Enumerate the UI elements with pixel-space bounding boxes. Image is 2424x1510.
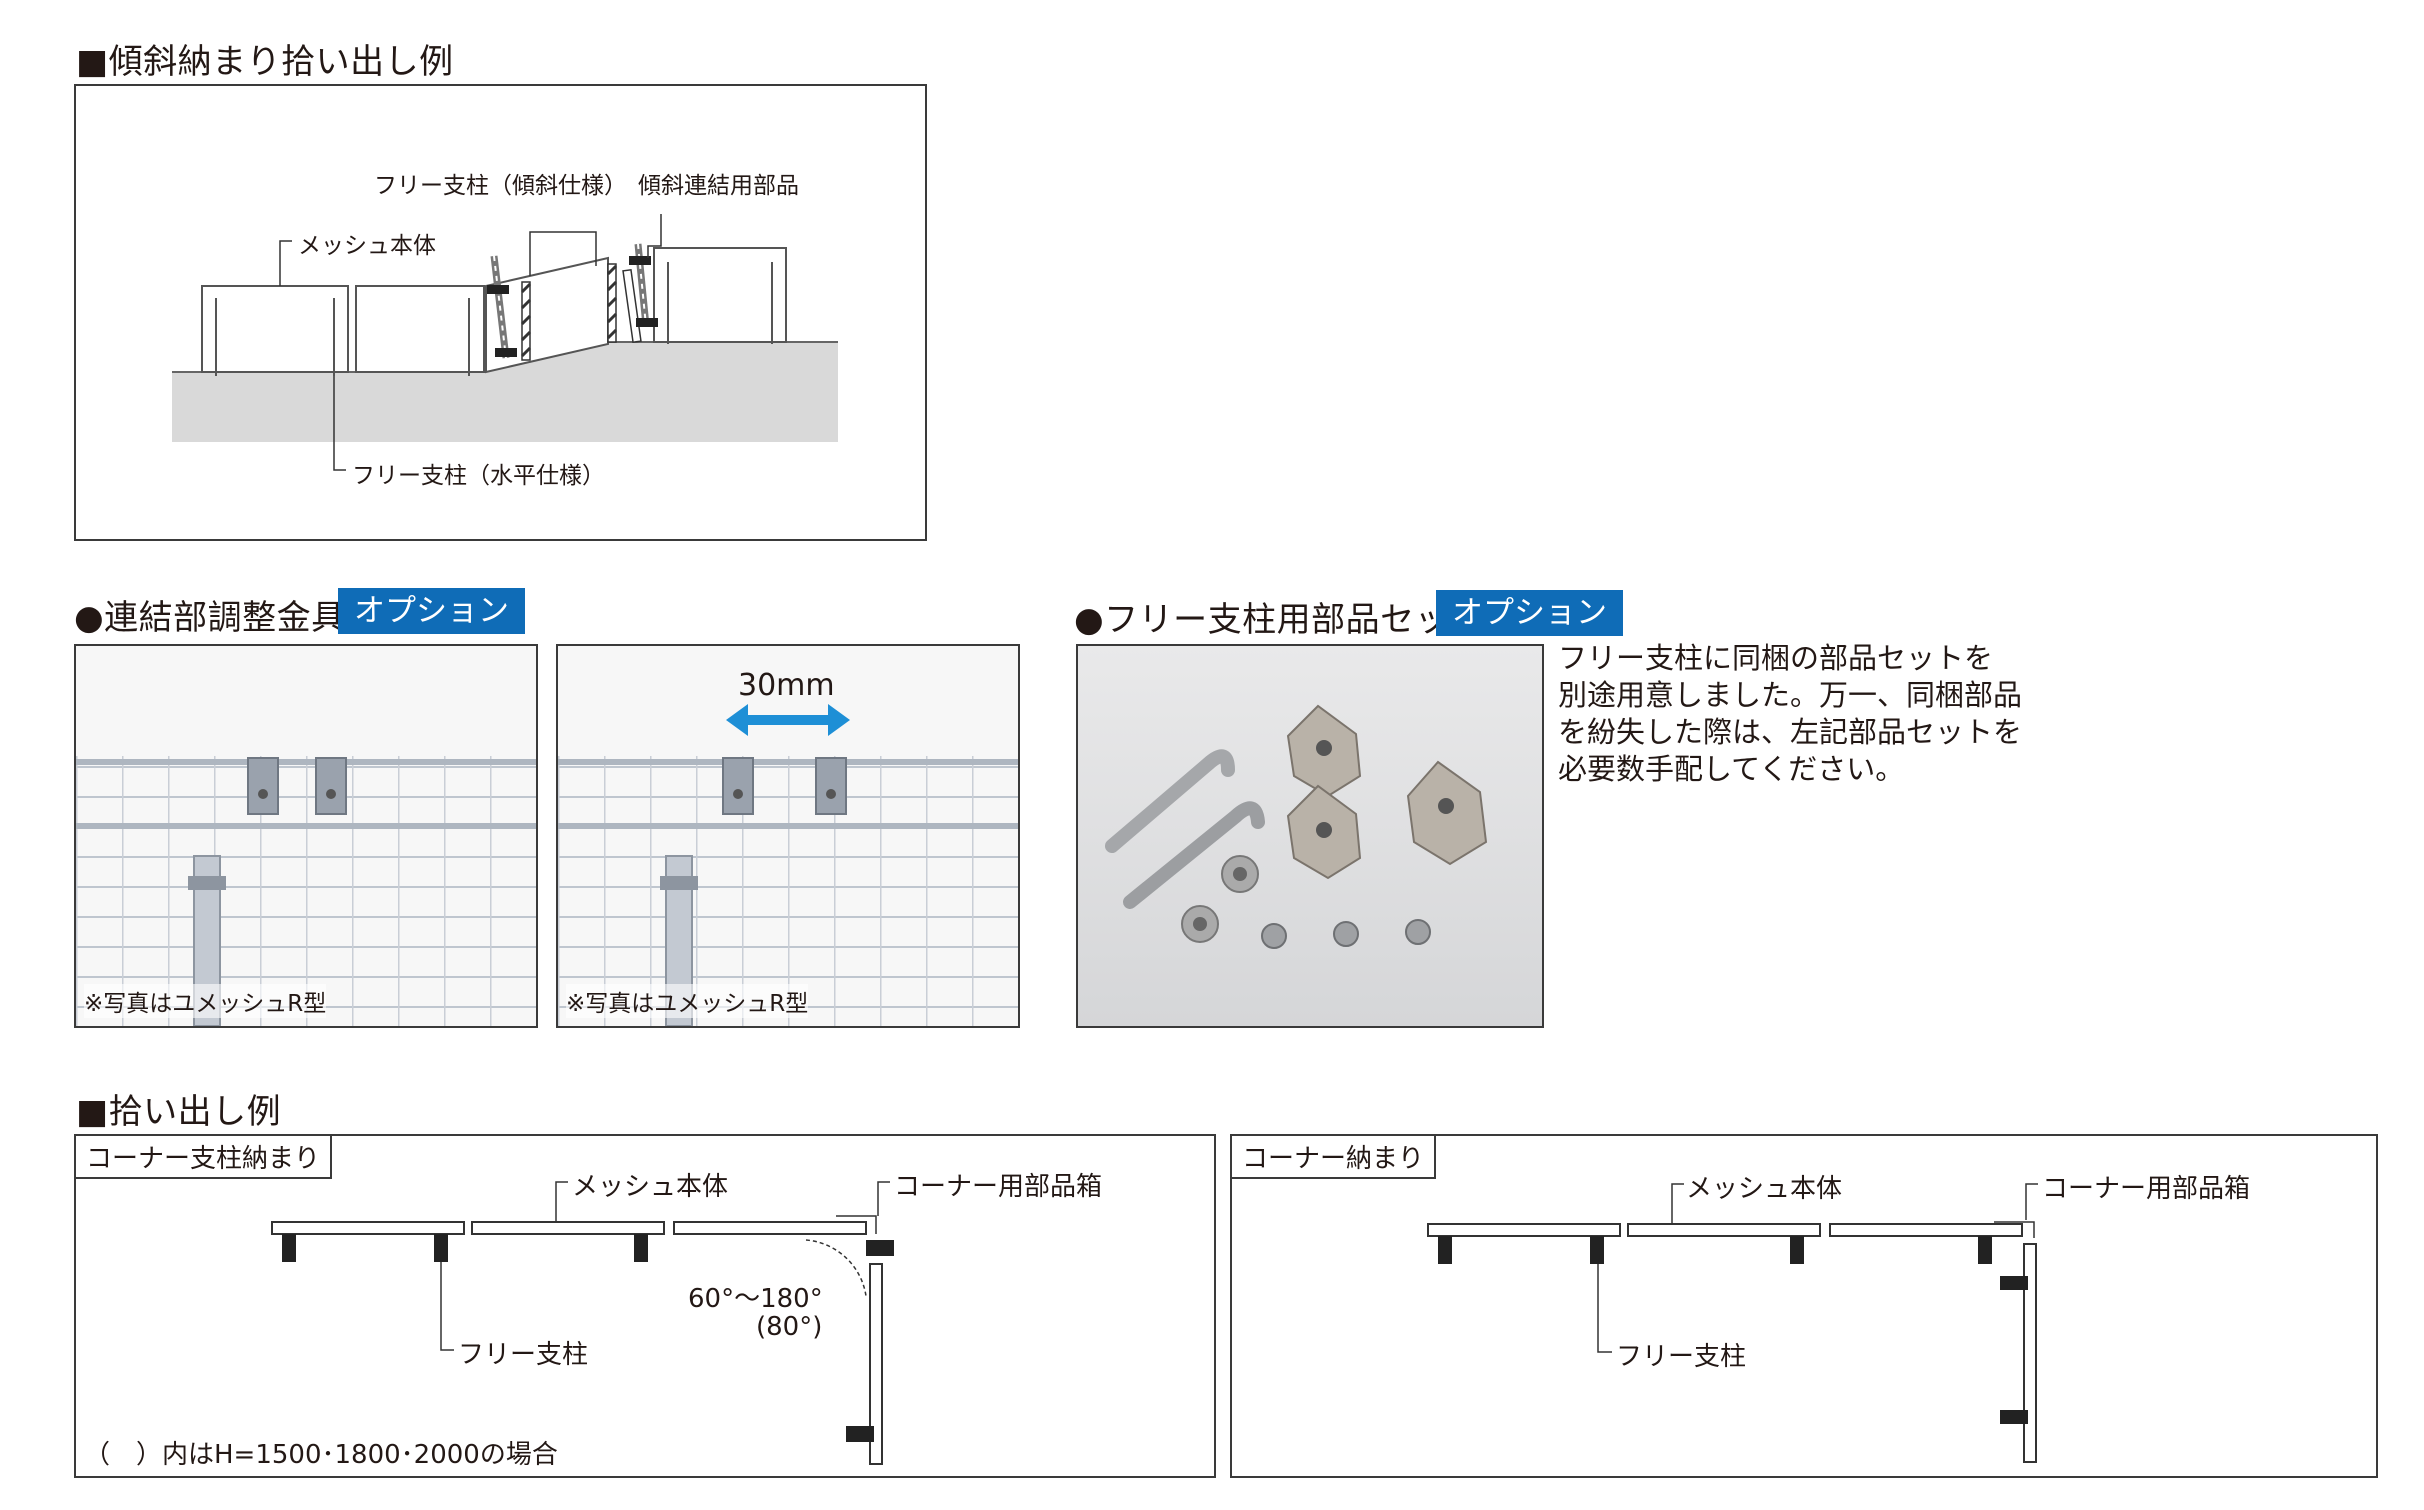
option-badge-bracket: オプション (338, 588, 525, 634)
screw-3 (1405, 919, 1431, 945)
bracket-photo-2: 30mm ※写真はユメッシュR型 (556, 644, 1020, 1028)
nut-2 (1181, 905, 1219, 943)
left-label-angle-note: (80°) (756, 1312, 823, 1342)
option-badge-parts: オプション (1436, 590, 1623, 636)
parts-photo (1076, 644, 1544, 1028)
slope-diagram-frame: メッシュ本体 フリー支柱（傾斜仕様） 傾斜連結用部品 フリー支柱（水平仕様） (74, 84, 927, 541)
mesh-panel-1 (201, 285, 349, 373)
mesh-photo-illustration-1 (76, 756, 536, 1026)
leader-free-horizontal (333, 376, 346, 471)
label-free-post-horizontal: フリー支柱（水平仕様） (352, 463, 605, 489)
mesh-panel-upper (653, 247, 787, 343)
bracket-section-title: ●連結部調整金具 (74, 598, 346, 638)
gap-arrow (726, 704, 850, 736)
right-label-mesh-body: メッシュ本体 (1686, 1174, 1843, 1204)
right-label-corner-box: コーナー用部品箱 (2042, 1174, 2251, 1204)
photo-caption-2: ※写真はユメッシュR型 (566, 984, 809, 1018)
j-bolt-1 (1105, 749, 1235, 853)
left-label-angle-range: 60°～180° (688, 1284, 823, 1314)
parts-section-title: ●フリー支柱用部品セット (1074, 600, 1484, 640)
label-slope-connector: 傾斜連結用部品 (638, 173, 799, 199)
label-mesh-body: メッシュ本体 (298, 233, 436, 259)
mesh-photo-illustration-2 (558, 704, 1018, 1026)
j-bolt-2 (1123, 801, 1265, 909)
leader-mesh (279, 240, 292, 286)
label-free-post-slope: フリー支柱（傾斜仕様） (374, 173, 627, 199)
corner-post-diagram (271, 1181, 894, 1465)
corner-post-tab: コーナー支柱納まり (76, 1136, 333, 1179)
corner-diagram-frame: コーナー納まり メッシュ本体 コーナー用部品箱 フリー支柱 (1230, 1134, 2378, 1478)
gap-label: 30mm (738, 668, 835, 703)
slope-diagram (172, 214, 838, 471)
nut-1 (1221, 855, 1259, 893)
parts-description-line-2: 別途用意しました。万一、同梱部品 (1558, 678, 2023, 712)
left-footnote: （ ）内はH=1500･1800･2000の場合 (84, 1440, 558, 1470)
parts-description-line-1: フリー支柱に同梱の部品セットを (1558, 641, 1994, 675)
ground (172, 342, 838, 442)
mesh-panel-2 (355, 285, 485, 373)
left-label-corner-box: コーナー用部品箱 (894, 1172, 1103, 1202)
hatched-post-a (520, 281, 532, 361)
bracket-part-2 (1286, 784, 1362, 880)
parts-description-line-4: 必要数手配してください。 (1558, 752, 1905, 786)
leader-free-slope (529, 231, 597, 276)
corner-diagram (1427, 1183, 2038, 1463)
slope-section-title: ■傾斜納まり拾い出し例 (76, 42, 454, 82)
bracket-b (315, 757, 347, 815)
hatched-post-b (606, 263, 618, 343)
screw-2 (1333, 921, 1359, 947)
pickup-section-title: ■拾い出し例 (76, 1092, 282, 1132)
parts-illustration (1105, 704, 1488, 949)
bracket-part-3 (1406, 760, 1488, 866)
mesh-panel-sloped (485, 256, 609, 374)
bracket-photo-1: ※写真はユメッシュR型 (74, 644, 538, 1028)
left-label-free-post: フリー支柱 (458, 1340, 589, 1370)
corner-post-diagram-frame: コーナー支柱納まり メッシュ本体 コーナー用部品箱 60°～180° (80°)… (74, 1134, 1216, 1478)
screw-1 (1261, 923, 1287, 949)
bracket-part-1 (1286, 704, 1362, 798)
parts-description: フリー支柱に同梱の部品セットを 別途用意しました。万一、同梱部品 を紛失した際は… (1558, 640, 2022, 788)
photo-caption-1: ※写真はユメッシュR型 (84, 984, 327, 1018)
bracket-a (247, 757, 279, 815)
parts-description-line-3: を紛失した際は、左記部品セットを (1558, 715, 2023, 749)
leader-connector (647, 214, 662, 258)
corner-tab: コーナー納まり (1232, 1136, 1437, 1179)
left-label-mesh-body: メッシュ本体 (572, 1172, 729, 1202)
right-label-free-post: フリー支柱 (1616, 1342, 1747, 1372)
